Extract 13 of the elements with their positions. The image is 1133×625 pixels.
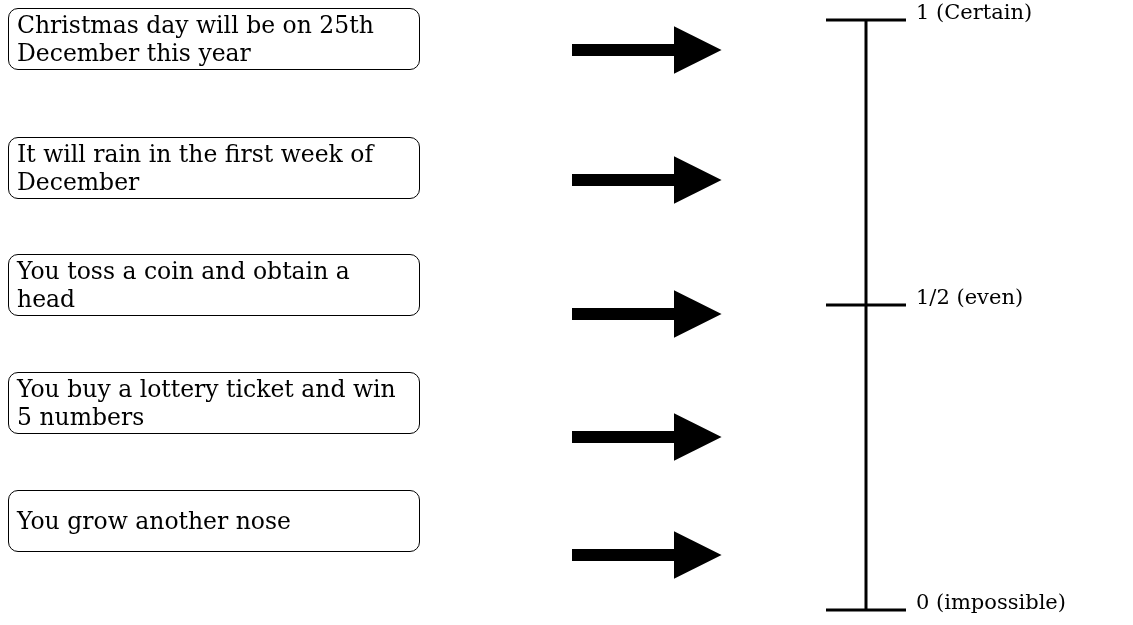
statement-box xyxy=(8,8,420,70)
scale-label: 1/2 (even) xyxy=(916,285,1024,309)
statement-text: You grow another nose xyxy=(17,507,291,535)
statement-text: Christmas day will be on 25th December this year xyxy=(17,11,375,67)
statement-text: It will rain in the first week of December xyxy=(17,140,376,196)
scale-label: 0 (impossible) xyxy=(916,590,1066,614)
statement-box xyxy=(8,137,420,199)
statement-box xyxy=(8,372,420,434)
statement-text: You buy a lottery ticket and win 5 numbers xyxy=(17,375,397,431)
statement-box xyxy=(8,254,420,316)
scale-label: 1 (Certain) xyxy=(916,0,1033,24)
statement-box xyxy=(8,490,420,552)
statement-text: You toss a coin and obtain a head xyxy=(17,257,351,313)
